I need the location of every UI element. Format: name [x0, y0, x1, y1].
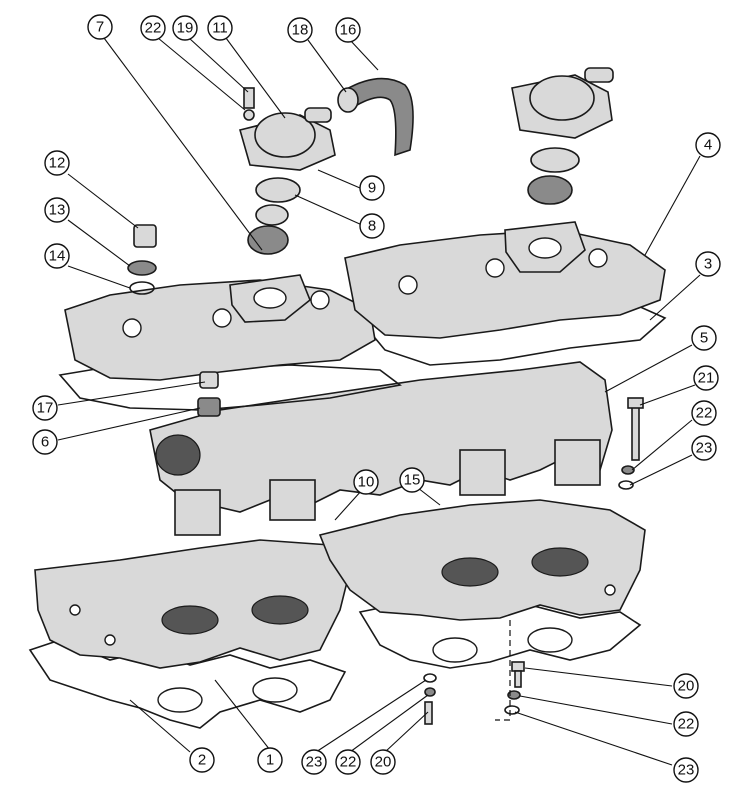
breather-assembly-left [229, 87, 336, 323]
svg-text:22: 22 [696, 405, 713, 422]
cap-bolt-stack [127, 224, 157, 295]
svg-text:5: 5 [700, 330, 708, 347]
svg-text:10: 10 [358, 474, 375, 491]
callout-4: 4 [695, 132, 721, 158]
svg-text:9: 9 [368, 180, 376, 197]
svg-text:7: 7 [96, 19, 104, 36]
callout-13: 13 [44, 197, 70, 223]
callout-20-bottom: 20 [370, 749, 396, 775]
svg-text:12: 12 [49, 155, 66, 172]
callout-19: 19 [172, 15, 198, 41]
lower-gasket-left [28, 639, 347, 729]
callout-17: 17 [32, 395, 58, 421]
bolt-stack-lower-right [495, 620, 525, 721]
svg-text:20: 20 [678, 678, 695, 695]
svg-text:23: 23 [306, 754, 323, 771]
svg-text:23: 23 [696, 440, 713, 457]
callout-23-right-upper: 23 [691, 435, 717, 461]
callout-10: 10 [353, 469, 379, 495]
callout-3: 3 [695, 251, 721, 277]
svg-text:14: 14 [49, 248, 66, 265]
callout-22-right-lower: 22 [673, 711, 699, 737]
callout-23-right-lower: 23 [673, 757, 699, 783]
callout-12: 12 [44, 150, 70, 176]
callout-8: 8 [359, 213, 385, 239]
exhaust-manifold [149, 361, 613, 536]
callout-22-top: 22 [140, 15, 166, 41]
callout-5: 5 [691, 325, 717, 351]
callout-22-right-upper: 22 [691, 400, 717, 426]
intake-manifold-right [318, 499, 646, 621]
breather-hose [337, 77, 414, 157]
intake-manifold-left [34, 539, 351, 669]
callout-22-bottom: 22 [335, 749, 361, 775]
callout-1: 1 [257, 747, 283, 773]
leader-lines [57, 37, 701, 766]
svg-text:22: 22 [678, 716, 695, 733]
svg-text:20: 20 [375, 754, 392, 771]
svg-text:22: 22 [145, 20, 162, 37]
callout-7: 7 [87, 14, 113, 40]
svg-text:11: 11 [212, 20, 228, 37]
svg-text:8: 8 [368, 218, 376, 235]
svg-text:16: 16 [340, 22, 357, 39]
callout-14: 14 [44, 243, 70, 269]
svg-text:21: 21 [698, 370, 715, 387]
callout-6: 6 [32, 429, 58, 455]
breather-assembly-right [504, 67, 614, 273]
svg-text:19: 19 [177, 20, 194, 37]
svg-text:22: 22 [340, 754, 357, 771]
callout-15: 15 [399, 467, 425, 493]
bolt-stack-upper-right [618, 397, 644, 490]
svg-text:4: 4 [704, 137, 712, 154]
callout-18: 18 [287, 17, 313, 43]
callout-9: 9 [359, 175, 385, 201]
callout-23-bottom: 23 [301, 749, 327, 775]
lower-gasket-right [358, 599, 642, 669]
svg-text:23: 23 [678, 762, 695, 779]
svg-text:17: 17 [37, 400, 54, 417]
callout-21: 21 [693, 365, 719, 391]
svg-text:2: 2 [198, 752, 206, 769]
valve-cover-left [64, 279, 376, 381]
svg-text:1: 1 [266, 752, 274, 769]
bolt-stack-lower-center [423, 673, 437, 725]
valve-cover-right [344, 229, 666, 339]
svg-text:6: 6 [41, 434, 49, 451]
callout-2: 2 [189, 747, 215, 773]
svg-text:15: 15 [404, 472, 421, 489]
callout-20-right: 20 [673, 673, 699, 699]
svg-text:18: 18 [292, 22, 309, 39]
svg-text:13: 13 [49, 202, 66, 219]
svg-text:3: 3 [704, 256, 712, 273]
callout-11: 11 [207, 15, 233, 41]
callout-16: 16 [335, 17, 361, 43]
manifold-nut-stack [197, 371, 221, 417]
